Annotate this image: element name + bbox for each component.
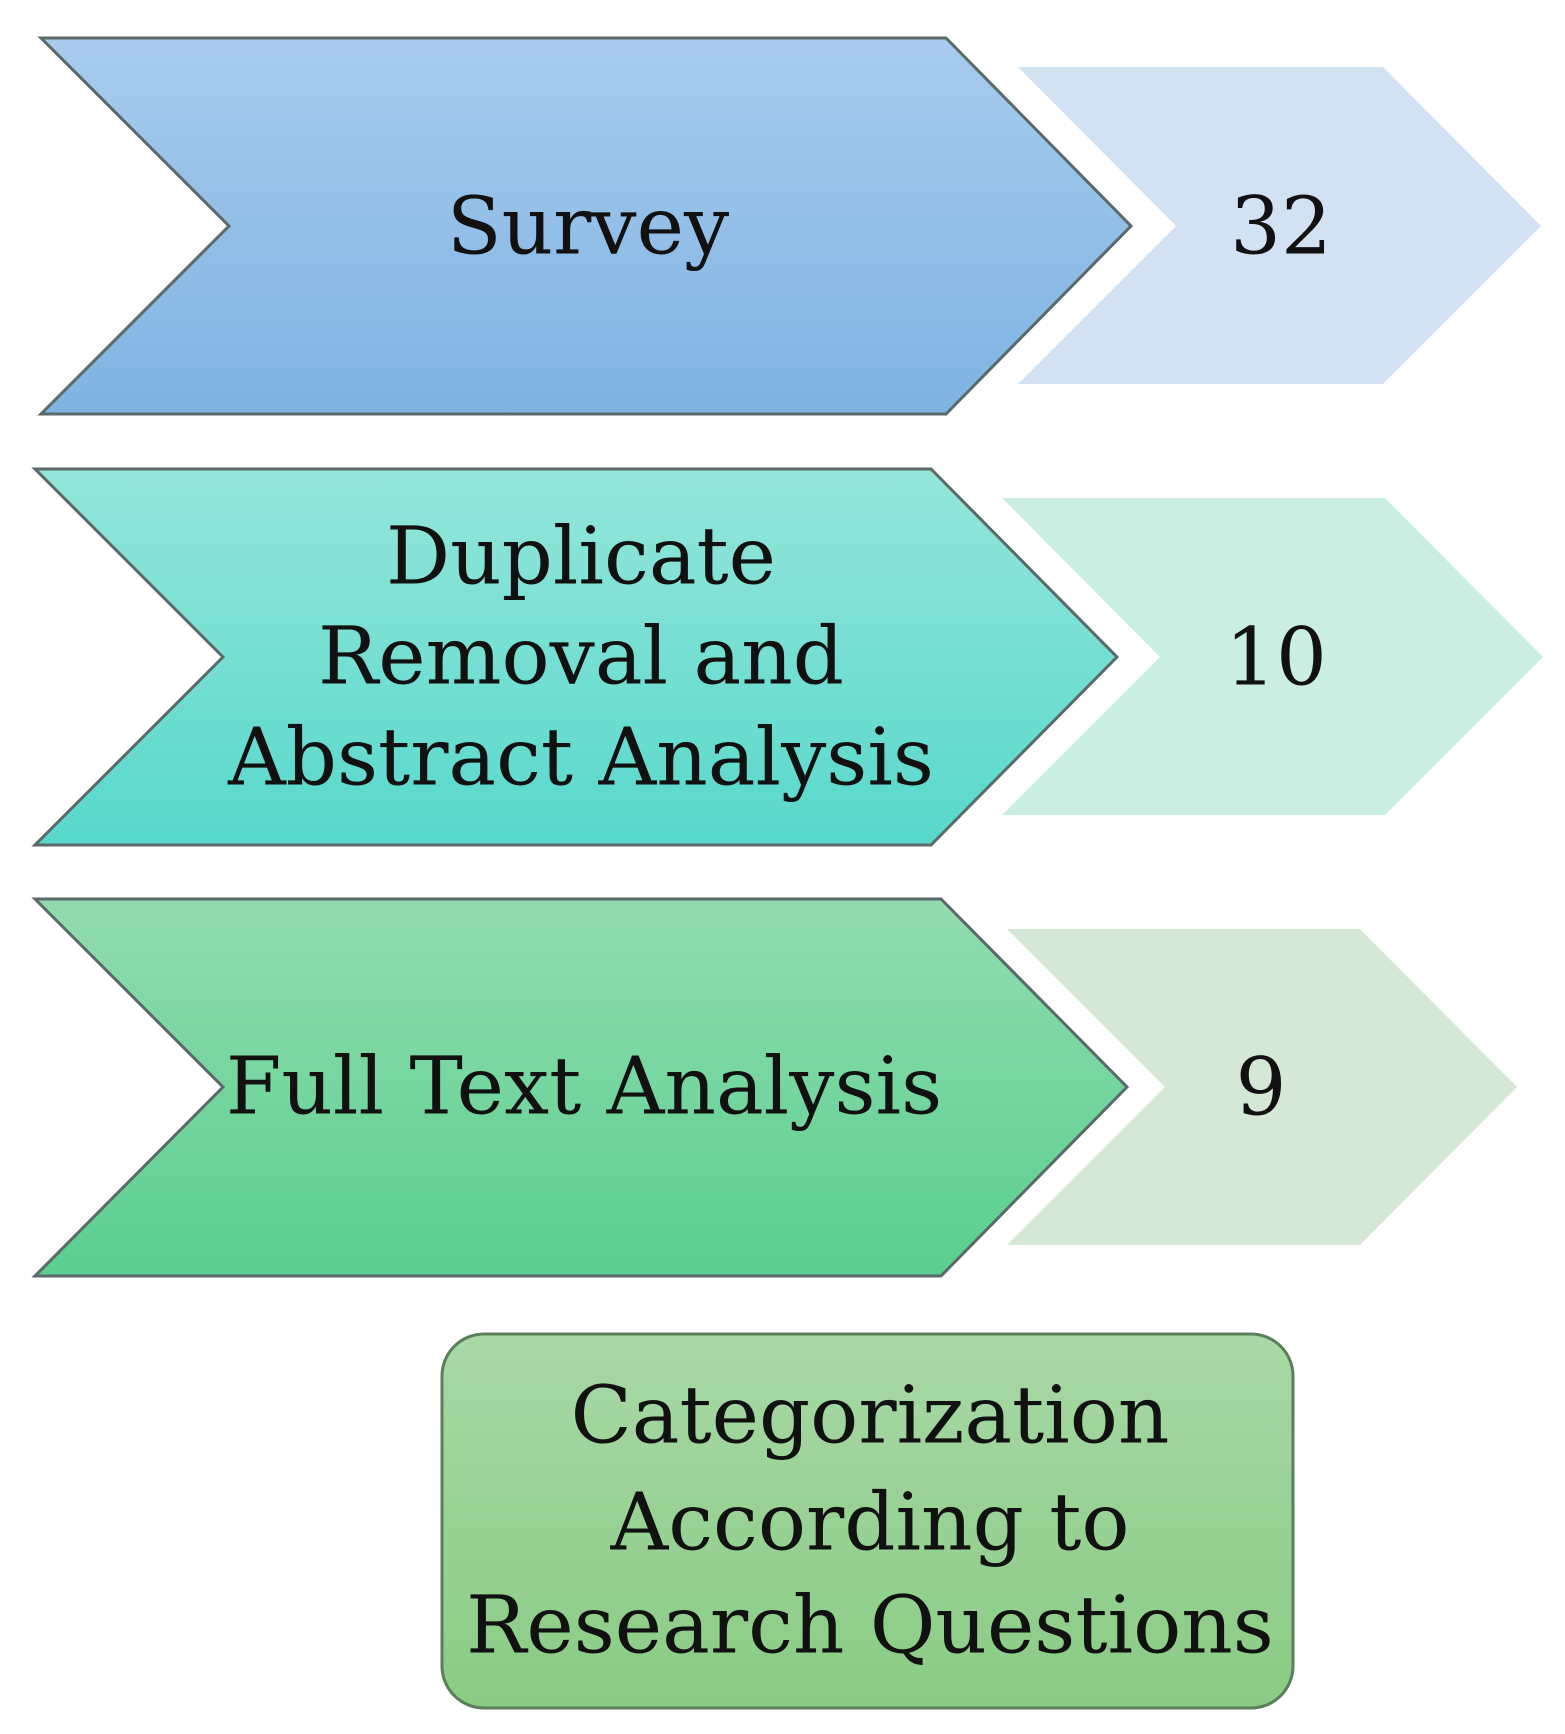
stage-duplicate-removal-count-chevron: [1002, 498, 1543, 815]
stage-survey-label: Survey: [447, 180, 729, 273]
stage-full-text-count-chevron: [1007, 929, 1517, 1245]
stage-full-text-label: Full Text Analysis: [226, 1040, 942, 1133]
stage-survey-chevron: [37, 36, 1134, 416]
final-categorization-line-1: Categorization: [571, 1369, 1170, 1462]
stage-full-text-chevron: [31, 897, 1130, 1278]
stage-duplicate-removal-count: 10: [1225, 611, 1327, 704]
stage-duplicate-removal: Duplicate Removal and Abstract Analysis …: [31, 467, 1543, 847]
stage-survey-count-chevron: [1018, 67, 1541, 384]
stage-full-text-count: 9: [1236, 1041, 1287, 1134]
final-categorization-box: [440, 1332, 1295, 1710]
stage-survey: Survey 32: [37, 36, 1541, 416]
stage-duplicate-removal-chevron: [31, 467, 1120, 847]
final-categorization-line-2: According to: [609, 1476, 1129, 1569]
stage-full-text: Full Text Analysis 9: [31, 897, 1517, 1278]
stage-duplicate-removal-label-line-3: Abstract Analysis: [227, 711, 934, 804]
stage-duplicate-removal-label-line-2: Removal and: [318, 610, 844, 703]
stage-duplicate-removal-label-line-1: Duplicate: [386, 510, 776, 603]
stage-survey-count: 32: [1230, 180, 1332, 273]
final-categorization: Categorization According to Research Que…: [440, 1332, 1295, 1710]
final-categorization-line-3: Research Questions: [466, 1579, 1274, 1672]
